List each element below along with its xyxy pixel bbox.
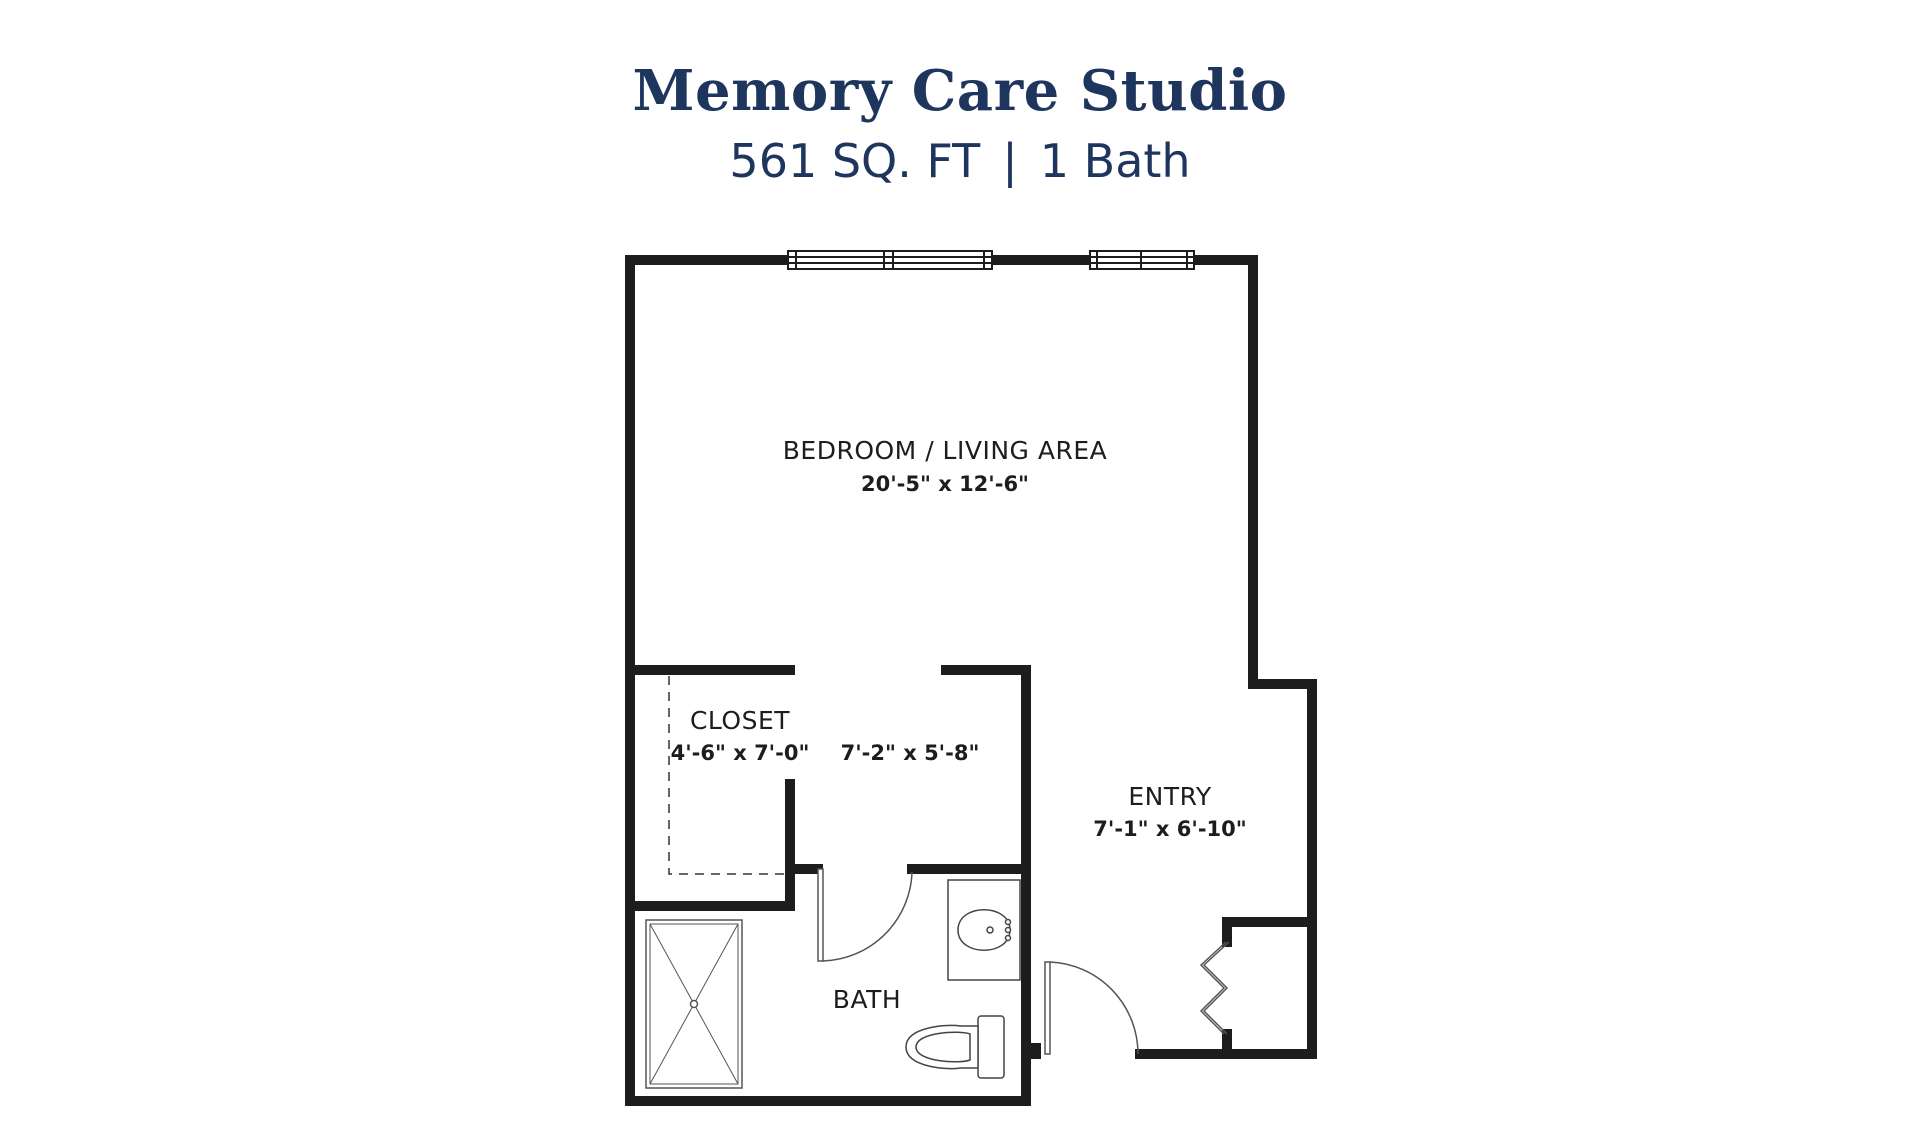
closet-shelf-line <box>668 676 785 875</box>
entry-dims: 7'-1" x 6'-10" <box>1093 817 1246 841</box>
shower <box>645 919 743 1089</box>
bifold-door <box>1202 941 1230 1035</box>
door <box>1044 961 1139 1055</box>
bath-count: 1 Bath <box>1039 134 1191 188</box>
bedroom-dims: 20'-5" x 12'-6" <box>861 472 1029 496</box>
toilet <box>905 1015 1005 1079</box>
separator: | <box>1002 134 1018 188</box>
area-label: 561 SQ. FT <box>729 134 981 188</box>
door <box>817 868 913 962</box>
bath-label: BATH <box>833 985 901 1014</box>
bedroom-label: BEDROOM / LIVING AREA <box>783 436 1107 465</box>
bifold-door <box>1199 941 1227 1035</box>
sink <box>947 879 1021 981</box>
plan-subtitle: 561 SQ. FT | 1 Bath <box>0 134 1920 188</box>
closet-dims: 4'-6" x 7'-0" <box>671 741 810 765</box>
closet-label: CLOSET <box>690 706 790 735</box>
window <box>1089 250 1195 270</box>
entry-label: ENTRY <box>1128 782 1212 811</box>
hall-dims: 7'-2" x 5'-8" <box>841 741 980 765</box>
plan-title: Memory Care Studio <box>632 58 1288 124</box>
window <box>787 250 993 270</box>
walls <box>625 255 1317 1106</box>
